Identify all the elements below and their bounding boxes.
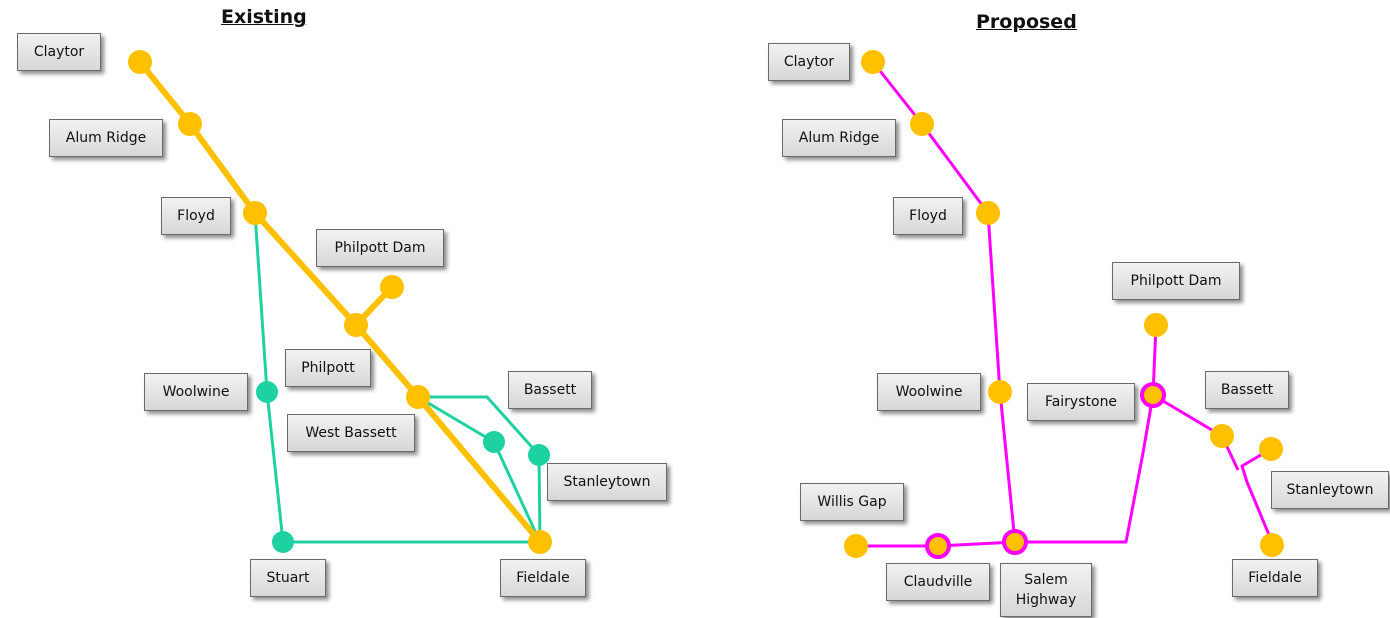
proposed-label-philpott-dam: Philpott Dam [1112,262,1240,300]
proposed-label-fairystone: Fairystone [1027,383,1135,421]
existing-node-fieldale [528,530,552,554]
proposed-node-fairystone [1140,382,1166,408]
proposed-label-fieldale: Fieldale [1232,559,1318,597]
existing-teal-line-bassett-stanleytown [418,395,542,543]
existing-node-philpott [344,313,368,337]
proposed-node-claytor [861,50,885,74]
existing-nodes [128,50,552,554]
existing-orange-lines [137,59,543,545]
proposed-label-salem-highway: Salem Highway [1000,563,1092,617]
existing-node-bassett [406,385,430,409]
proposed-label-alum-ridge: Alum Ridge [782,119,896,157]
existing-label-claytor: Claytor [17,33,101,71]
existing-node-west-bassett [483,431,505,453]
existing-label-floyd: Floyd [161,197,231,235]
existing-label-west-bassett: West Bassett [287,414,415,452]
proposed-label-woolwine: Woolwine [877,373,981,411]
existing-node-claytor [128,50,152,74]
existing-label-philpott: Philpott [285,349,371,387]
proposed-node-claudville [925,533,951,559]
existing-node-woolwine [256,381,278,403]
existing-label-fieldale: Fieldale [500,559,586,597]
proposed-node-fieldale [1260,533,1284,557]
proposed-label-claytor: Claytor [768,43,850,81]
proposed-node-stanleytown [1259,437,1283,461]
existing-node-stanleytown [528,444,550,466]
proposed-nodes [844,50,1284,559]
existing-label-woolwine: Woolwine [144,373,248,411]
existing-orange-main-line [137,59,543,545]
proposed-label-stanleytown: Stanleytown [1271,471,1389,509]
existing-node-philpott-dam [380,275,404,299]
existing-node-floyd [243,201,267,225]
existing-label-stuart: Stuart [250,559,326,597]
proposed-node-woolwine [988,380,1012,404]
proposed-title: Proposed [976,11,1077,33]
proposed-label-willis-gap: Willis Gap [800,483,904,521]
existing-teal-line-floyd-stuart [253,212,540,544]
existing-label-alum-ridge: Alum Ridge [49,119,163,157]
existing-label-bassett: Bassett [508,371,592,409]
proposed-node-philpott-dam [1144,313,1168,337]
existing-title: Existing [221,6,307,28]
proposed-line-stanleytown-fieldale [1240,447,1274,543]
existing-label-philpott-dam: Philpott Dam [316,229,444,267]
existing-node-alum-ridge [178,112,202,136]
existing-label-stanleytown: Stanleytown [547,463,667,501]
existing-node-stuart [272,531,294,553]
proposed-label-claudville: Claudville [886,563,990,601]
proposed-node-alum-ridge [910,112,934,136]
proposed-node-salem-highway [1002,529,1028,555]
proposed-node-floyd [976,201,1000,225]
proposed-node-willis-gap [844,534,868,558]
proposed-label-floyd: Floyd [893,197,963,235]
proposed-node-bassett [1210,424,1234,448]
proposed-label-bassett: Bassett [1205,371,1289,409]
